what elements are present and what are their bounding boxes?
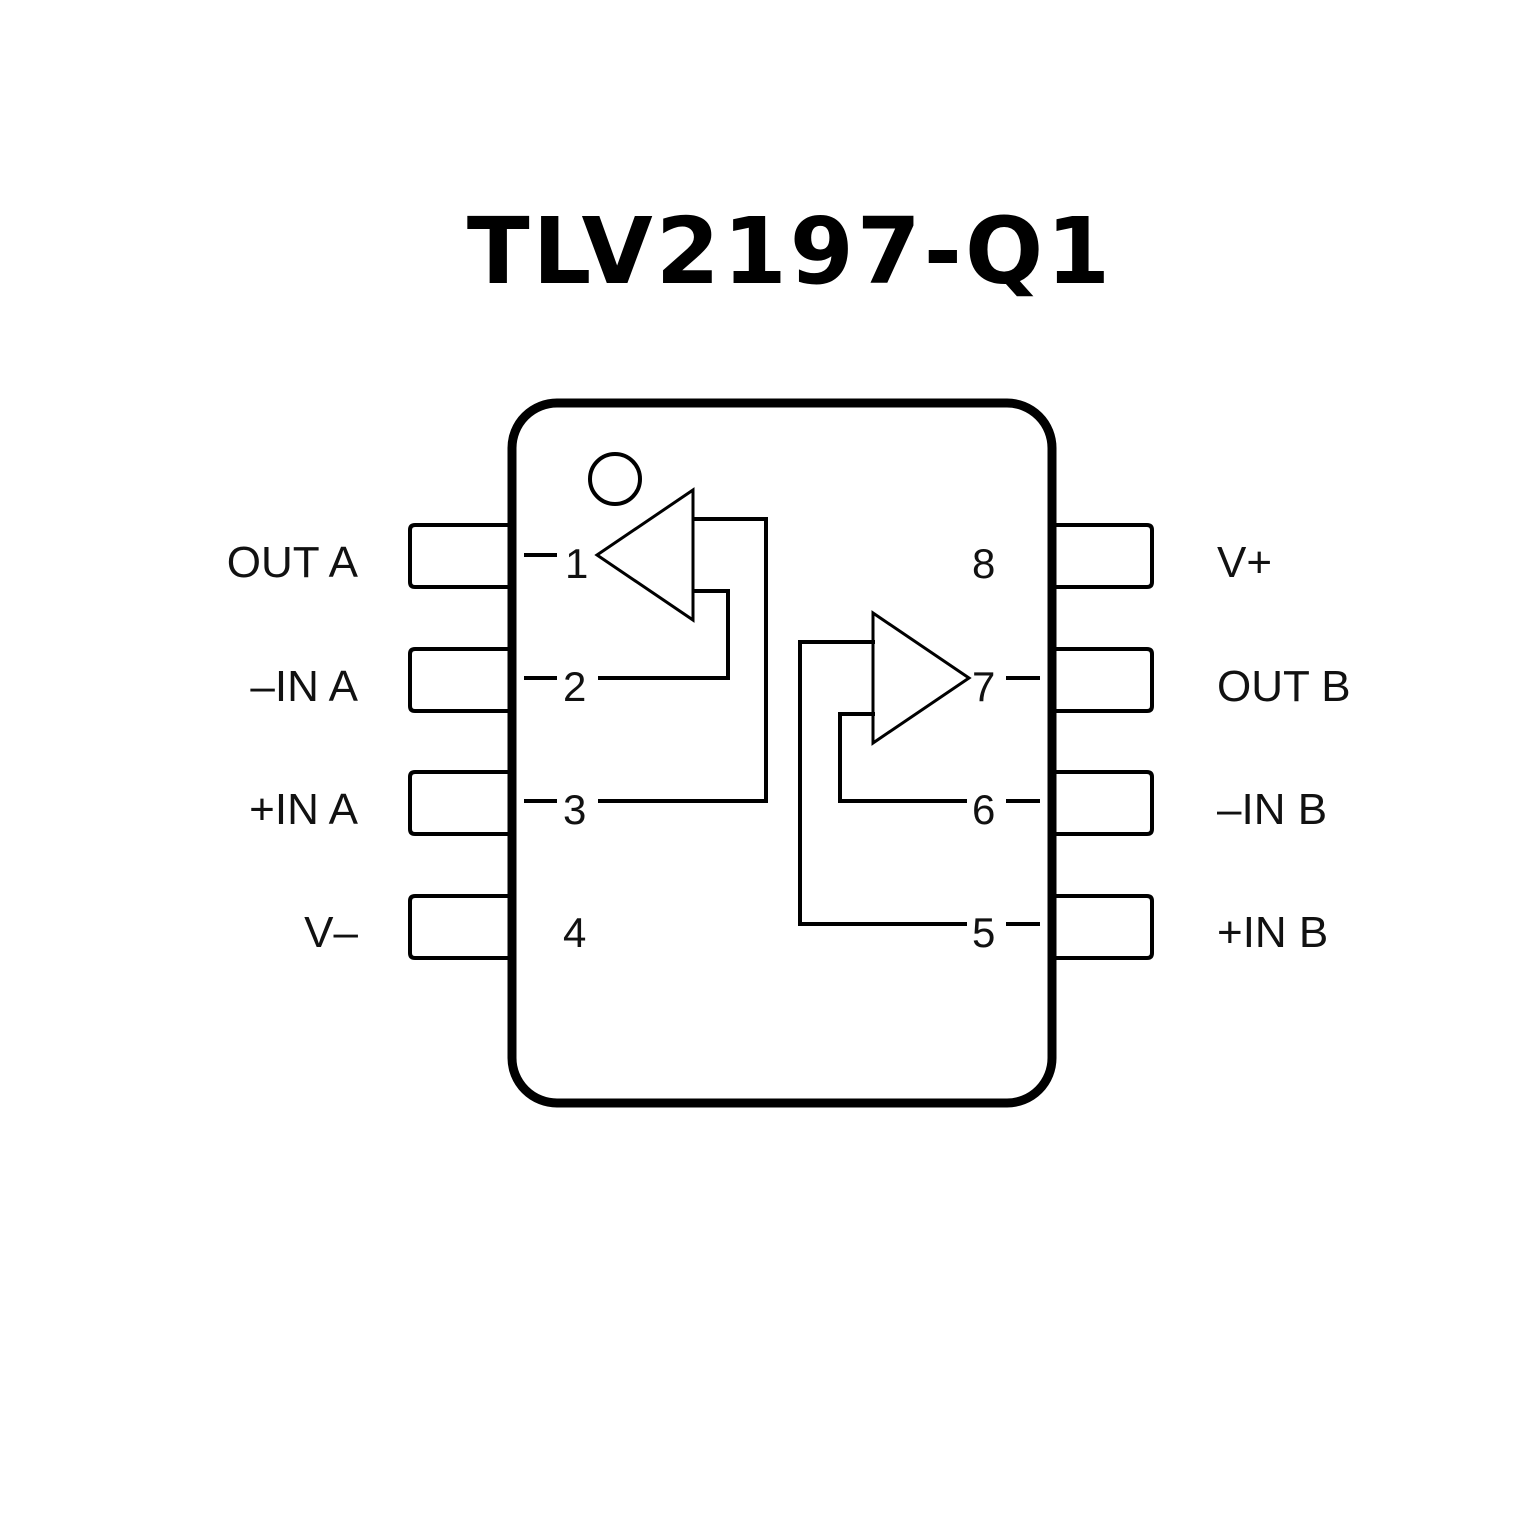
- pin-label: OUT B: [1217, 662, 1351, 711]
- pin-number: 5: [972, 909, 995, 956]
- pin-label: +IN B: [1217, 908, 1328, 957]
- op-amp-b-triangle-icon: [871, 610, 972, 746]
- pin-number: 4: [563, 909, 586, 956]
- pin-number: 8: [972, 540, 995, 587]
- op-amp-a-noninverting-trace: [598, 517, 768, 803]
- op-amp-a-inverting-trace: [598, 589, 730, 680]
- op-amp-a-triangle-icon: [594, 487, 695, 623]
- right-pin-7: 7 OUT B: [972, 647, 1351, 713]
- pin-label: +IN A: [249, 785, 358, 834]
- op-amp-b-noninverting-trace: [798, 640, 967, 926]
- pin-number: 7: [972, 663, 995, 710]
- left-pin-4: 4 V–: [304, 894, 586, 960]
- pin-label: V+: [1217, 538, 1272, 587]
- pin1-marker-circle-icon: [588, 452, 642, 506]
- pin-number: 2: [563, 663, 586, 710]
- left-pin-2: 2 –IN A: [250, 647, 586, 713]
- pin-label: OUT A: [227, 538, 359, 587]
- pin-label: V–: [304, 908, 358, 957]
- right-pin-8: 8 V+: [972, 523, 1272, 589]
- right-pin-5: 5 +IN B: [972, 894, 1328, 960]
- pin-number: 1: [565, 540, 588, 587]
- pin-label: –IN B: [1217, 785, 1327, 834]
- pin-label: –IN A: [250, 662, 358, 711]
- left-pin-3: 3 +IN A: [249, 770, 586, 836]
- right-pin-6: 6 –IN B: [972, 770, 1327, 836]
- left-pin-1: 1 OUT A: [227, 523, 588, 589]
- package-body: [507, 398, 1057, 1108]
- pin-number: 6: [972, 786, 995, 833]
- op-amp-b-inverting-trace: [838, 712, 967, 803]
- pin-number: 3: [563, 786, 586, 833]
- chip-title: TLV2197-Q1: [466, 198, 1114, 305]
